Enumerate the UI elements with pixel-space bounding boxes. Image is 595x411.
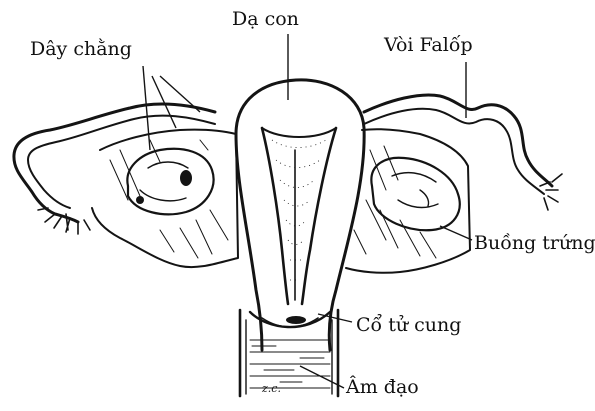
- artist-signature: z.c.: [261, 382, 281, 395]
- ovary-leader: [440, 226, 472, 240]
- right-fallopian-tube: [364, 95, 562, 210]
- left-ovary: [127, 149, 213, 214]
- uterus-body: [236, 80, 364, 350]
- vagina: [240, 310, 338, 396]
- label-uterus: Dạ con: [232, 10, 299, 29]
- label-ligament: Dây chằng: [30, 40, 132, 59]
- label-fallopian-tube: Vòi Falốp: [384, 36, 473, 55]
- label-ovary: Buồng trứng: [474, 234, 595, 253]
- ligament-leader-2: [152, 76, 176, 128]
- label-cervix: Cổ tử cung: [356, 316, 461, 335]
- ligament-leader-1: [143, 66, 150, 150]
- label-vagina: Âm đạo: [346, 378, 419, 397]
